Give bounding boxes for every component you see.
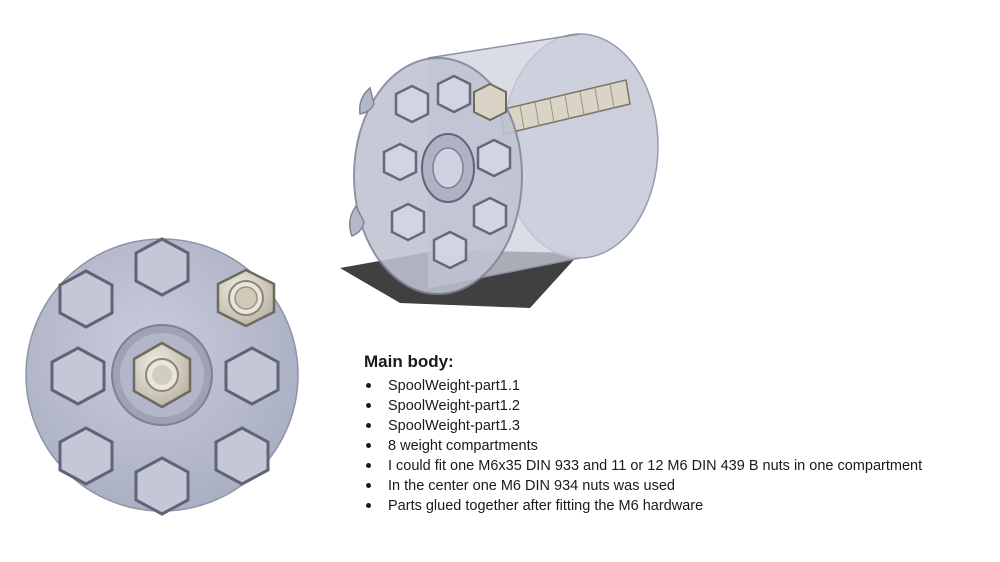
bullet-text: SpoolWeight-part1.1	[388, 378, 520, 394]
bullet-text: 8 weight compartments	[388, 438, 538, 454]
section-heading: Main body:	[364, 352, 454, 371]
bullet-list: SpoolWeight-part1.1 SpoolWeight-part1.2 …	[364, 376, 984, 516]
bullet-text: SpoolWeight-part1.2	[388, 398, 520, 414]
bullet-item: Parts glued together after fitting the M…	[364, 496, 984, 516]
bullet-dot	[366, 463, 371, 468]
bullet-item: SpoolWeight-part1.1	[364, 376, 984, 396]
bullet-text: In the center one M6 DIN 934 nuts was us…	[388, 478, 675, 494]
bullet-dot	[366, 403, 371, 408]
bullet-item: I could fit one M6x35 DIN 933 and 11 or …	[364, 456, 984, 476]
spool-weight-front-view	[25, 237, 318, 516]
bullet-item: 8 weight compartments	[364, 436, 984, 456]
bullet-item: SpoolWeight-part1.2	[364, 396, 984, 416]
bullet-item: In the center one M6 DIN 934 nuts was us…	[364, 476, 984, 496]
bullet-text: SpoolWeight-part1.3	[388, 418, 520, 434]
bullet-dot	[366, 383, 371, 388]
main-body-notes: Main body: SpoolWeight-part1.1 SpoolWeig…	[364, 352, 984, 516]
bullet-dot	[366, 423, 371, 428]
bullet-text: I could fit one M6x35 DIN 933 and 11 or …	[388, 458, 923, 474]
bullet-dot	[366, 483, 371, 488]
bullet-text: Parts glued together after fitting the M…	[388, 498, 704, 514]
bullet-dot	[366, 503, 371, 508]
spool-weight-isometric-view	[340, 33, 659, 308]
bullet-dot	[366, 443, 371, 448]
bullet-item: SpoolWeight-part1.3	[364, 416, 984, 436]
